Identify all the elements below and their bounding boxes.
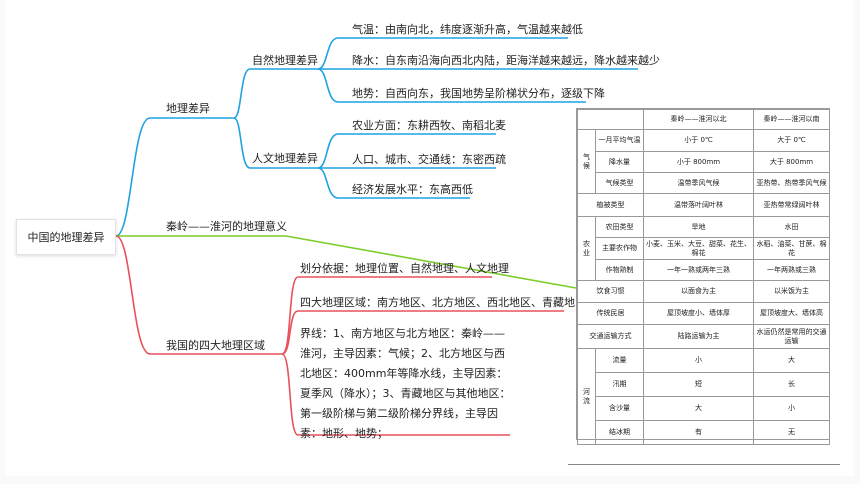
- cell-jan-south: 大于 0℃: [753, 129, 830, 152]
- comparison-table-panel: 秦岭——淮河以北 秦岭——淮河以南 气候 一月平均气温 小于 0℃ 大于 0℃ …: [576, 108, 830, 445]
- branch-h3: [317, 167, 339, 199]
- cell-house-south: 屋顶坡度大、墙体高: [753, 302, 830, 325]
- table-row: 气候 一月平均气温 小于 0℃ 大于 0℃: [577, 129, 830, 194]
- node-geo-diff[interactable]: 地理差异: [166, 102, 210, 115]
- header-south: 秦岭——淮河以南: [753, 109, 830, 130]
- node-human[interactable]: 人文地理差异: [252, 152, 318, 165]
- branch-f1: [281, 276, 299, 355]
- branch-root-four: [115, 235, 151, 355]
- leaf-agriculture[interactable]: 农业方面：东耕西牧、南稻北麦: [352, 119, 506, 132]
- branch-f3: [281, 353, 299, 436]
- branch-h1: [317, 133, 339, 169]
- table-row: 结冰期 有 无: [578, 420, 830, 445]
- table-row: 降水量 小于 800mm 大于 800mm: [578, 151, 830, 173]
- cell-climate-north: 温带季风气候: [643, 172, 754, 194]
- cell-farm-south: 水田: [753, 216, 830, 238]
- node-qinling[interactable]: 秦岭——淮河的地理意义: [166, 220, 287, 233]
- cell-precip-north: 小于 800mm: [643, 151, 754, 173]
- label-maturity: 作物熟制: [595, 259, 644, 281]
- leaf-temperature[interactable]: 气温：由南向北，纬度逐渐升高，气温越来越低: [352, 23, 583, 36]
- table-row: 交通运输方式 陆路运输为主 水运仍然是常用的交通运输: [577, 324, 830, 349]
- header-north: 秦岭——淮河以北: [643, 109, 754, 130]
- label-jan-temp: 一月平均气温: [595, 129, 644, 152]
- branch-n3: [317, 68, 339, 103]
- leaf-economy[interactable]: 经济发展水平：东高西低: [352, 183, 473, 196]
- node-four-regions[interactable]: 我国的四大地理区域: [166, 339, 265, 352]
- cell-diet-south: 以米饭为主: [753, 280, 830, 303]
- root-node[interactable]: 中国的地理差异: [16, 219, 116, 255]
- cell-jan-north: 小于 0℃: [643, 129, 754, 152]
- cell-crops-south: 水稻、油菜、甘蔗、棉花: [753, 237, 830, 260]
- table-row: 河流 流量 小 大: [577, 348, 830, 445]
- label-farmland: 农田类型: [595, 216, 644, 238]
- branch-root-geo-diff: [115, 117, 151, 237]
- table-header-row: 秦岭——淮河以北 秦岭——淮河以南: [577, 109, 830, 130]
- leaf-four-regions-list[interactable]: 四大地理区域：南方地区、北方地区、西北地区、青藏地区: [300, 296, 586, 309]
- branch-f2: [281, 310, 299, 355]
- cell-diet-north: 以面食为主: [643, 280, 754, 303]
- group-agriculture: 农业: [577, 216, 596, 281]
- cell-flood-south: 长: [753, 372, 830, 397]
- cell-climate-south: 亚热带、热带季风气候: [753, 172, 830, 194]
- cell-sand-north: 大: [643, 396, 754, 421]
- cell-sand-south: 小: [753, 396, 830, 421]
- table-corner: [577, 109, 644, 130]
- cell-ice-south: 无: [753, 420, 830, 445]
- cell-transport-north: 陆路运输为主: [643, 324, 754, 349]
- label-transport: 交通运输方式: [577, 324, 644, 349]
- group-climate: 气候: [577, 129, 596, 194]
- cell-transport-south: 水运仍然是常用的交通运输: [753, 324, 830, 349]
- cell-flood-north: 短: [643, 372, 754, 397]
- cell-farm-north: 旱地: [643, 216, 754, 238]
- table-row: 含沙量 大 小: [578, 396, 830, 421]
- cell-precip-south: 大于 800mm: [753, 151, 830, 173]
- leaf-division-basis[interactable]: 划分依据：地理位置、自然地理、人文地理: [300, 262, 509, 275]
- cell-house-north: 屋顶坡度小、墙体厚: [643, 302, 754, 325]
- label-diet: 饮食习惯: [577, 280, 644, 303]
- cell-flow-south: 大: [753, 348, 830, 373]
- table-row: 汛期 短 长: [578, 372, 830, 397]
- label-crops: 主要农作物: [595, 237, 644, 260]
- cell-ice-north: 有: [643, 420, 754, 445]
- label-sediment: 含沙量: [595, 396, 644, 421]
- cell-veg-north: 温带落叶阔叶林: [643, 193, 754, 217]
- table-row: 作物熟制 一年一熟或两年三熟 一年两熟或三熟: [578, 259, 830, 281]
- cell-flow-north: 小: [643, 348, 754, 373]
- cell-mature-south: 一年两熟或三熟: [753, 259, 830, 281]
- label-flood: 汛期: [595, 372, 644, 397]
- group-river: 河流: [577, 348, 596, 445]
- label-housing: 传统民居: [577, 302, 644, 325]
- leaf-boundaries[interactable]: 界线：1、南方地区与北方地区：秦岭——淮河，主导因素：气候；2、北方地区与西北地…: [300, 327, 511, 440]
- footer-divider: [568, 464, 840, 465]
- branch-natural: [233, 68, 251, 119]
- node-natural[interactable]: 自然地理差异: [252, 54, 318, 67]
- cell-mature-north: 一年一熟或两年三熟: [643, 259, 754, 281]
- table-row: 农业 农田类型 旱地 水田: [577, 216, 830, 281]
- table-row: 饮食习惯 以面食为主 以米饭为主: [577, 280, 830, 303]
- qinling-to-table-connector: [285, 235, 577, 289]
- cell-veg-south: 亚热带常绿阔叶林: [753, 193, 830, 217]
- comparison-table: 秦岭——淮河以北 秦岭——淮河以南 气候 一月平均气温 小于 0℃ 大于 0℃ …: [577, 109, 830, 445]
- label-climate-type: 气候类型: [595, 172, 644, 194]
- table-row: 气候类型 温带季风气候 亚热带、热带季风气候: [578, 172, 830, 194]
- branch-n1: [317, 37, 339, 70]
- branch-human: [233, 117, 251, 169]
- leaf-population[interactable]: 人口、城市、交通线：东密西疏: [352, 153, 506, 166]
- leaf-terrain[interactable]: 地势：自西向东，我国地势呈阶梯状分布，逐级下降: [352, 87, 605, 100]
- label-flow: 流量: [595, 348, 644, 373]
- label-ice: 结冰期: [595, 420, 644, 445]
- label-precip: 降水量: [595, 151, 644, 173]
- table-row: 主要农作物 小麦、玉米、大豆、甜菜、花生、棉花 水稻、油菜、甘蔗、棉花: [578, 237, 830, 260]
- leaf-precipitation[interactable]: 降水：自东南沿海向西北内陆，距海洋越来越远，降水越来越少: [352, 54, 660, 67]
- table-row: 传统民居 屋顶坡度小、墙体厚 屋顶坡度大、墙体高: [577, 302, 830, 325]
- root-label: 中国的地理差异: [27, 231, 105, 244]
- label-vegetation: 植被类型: [577, 193, 644, 217]
- cell-crops-north: 小麦、玉米、大豆、甜菜、花生、棉花: [643, 237, 754, 260]
- table-row: 植被类型 温带落叶阔叶林 亚热带常绿阔叶林: [577, 193, 830, 217]
